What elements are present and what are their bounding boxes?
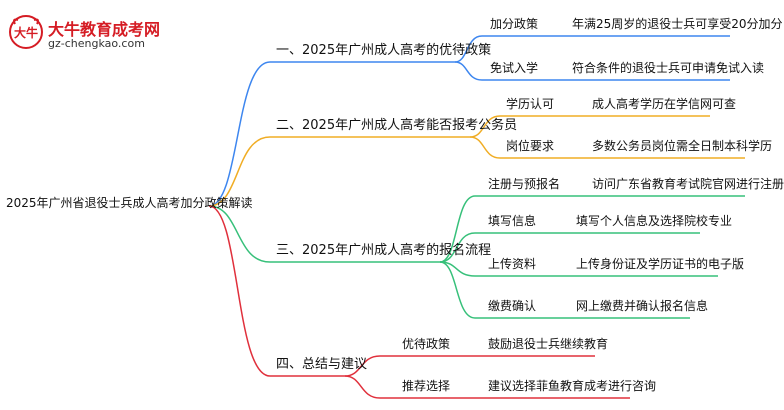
branch-4-connectors [208, 205, 630, 399]
branch-3-item-1-label: 注册与预报名 [488, 177, 561, 191]
branch-2-item-1-label: 学历认可 [506, 97, 555, 111]
logo-url: gz-chengkao.com [48, 37, 145, 50]
branch-3-item-4-detail: 网上缴费并确认报名信息 [576, 299, 709, 313]
branch-3-to-item-1-line [439, 195, 560, 263]
branch-3-connectors [208, 195, 745, 319]
branch-2-to-item-2-line [469, 136, 570, 159]
branch-4-item-2-detail: 建议选择菲鱼教育成考进行咨询 [488, 379, 657, 393]
branch-2-item-2-label: 岗位要求 [506, 139, 555, 153]
branch-4-item-1-detail: 鼓励退役士兵继续教育 [488, 337, 609, 351]
branch-1-to-item-2-line [454, 61, 560, 81]
root-to-branch-3-line [208, 205, 440, 263]
branch-3-label: 三、2025年广州成人高考的报名流程 [276, 243, 492, 258]
logo-mark-text: 大牛 [14, 25, 38, 40]
branch-2-item-1-detail: 成人高考学历在学信网可查 [592, 97, 737, 111]
branch-1-item-2-label: 免试入学 [490, 61, 539, 75]
branch-3-item-1-detail: 访问广东省教育考试院官网进行注册 [592, 177, 784, 191]
mind-map: 大牛 大牛教育成考网 gz-chengkao.com 2025年广州省退役士兵成… [6, 10, 784, 399]
site-logo: 大牛 大牛教育成考网 gz-chengkao.com [6, 10, 176, 54]
branch-2-item-2-detail: 多数公务员岗位需全日制本科学历 [592, 139, 773, 153]
branch-4-to-item-1-line [344, 355, 470, 377]
branch-4-item-2-label: 推荐选择 [402, 379, 451, 393]
root-to-branch-2-line [208, 136, 470, 207]
branch-3-item-4-label: 缴费确认 [488, 299, 537, 313]
branch-1-item-2-detail: 符合条件的退役士兵可申请免试入读 [572, 61, 765, 75]
branch-2-label: 二、2025年广州成人高考能否报考公务员 [276, 118, 518, 133]
branch-3-item-3-detail: 上传身份证及学历证书的电子版 [576, 257, 745, 271]
logo-title: 大牛教育成考网 [48, 20, 161, 39]
branch-4-label: 四、总结与建议 [276, 357, 368, 372]
branch-1-item-1-detail: 年满25周岁的退役士兵可享受20分加分 [572, 17, 783, 31]
branch-4-to-item-2-line [344, 375, 470, 399]
branch-3-item-2-detail: 填写个人信息及选择院校专业 [576, 214, 733, 228]
branch-1-connectors [208, 35, 730, 207]
root-to-branch-1-line [208, 61, 455, 207]
branch-3-to-item-3-line [439, 261, 560, 277]
branch-3-item-3-label: 上传资料 [488, 257, 537, 271]
branch-3-to-item-4-line [439, 261, 560, 319]
branch-1-item-1-label: 加分政策 [490, 17, 539, 31]
branch-3-to-item-2-line [439, 232, 560, 263]
branch-3-item-2-label: 填写信息 [488, 214, 537, 228]
branch-1-to-item-1-line [454, 35, 560, 63]
branch-2-connectors [208, 115, 745, 207]
root-to-branch-4-line [208, 205, 345, 377]
root-node: 2025年广州省退役士兵成人高考加分政策解读 [6, 196, 253, 210]
branch-4-item-1-label: 优待政策 [402, 337, 451, 351]
branch-2-to-item-1-line [469, 115, 570, 138]
branch-1-label: 一、2025年广州成人高考的优待政策 [276, 43, 492, 58]
bull-logo-icon: 大牛 [9, 15, 43, 49]
connector-lines [208, 35, 745, 399]
